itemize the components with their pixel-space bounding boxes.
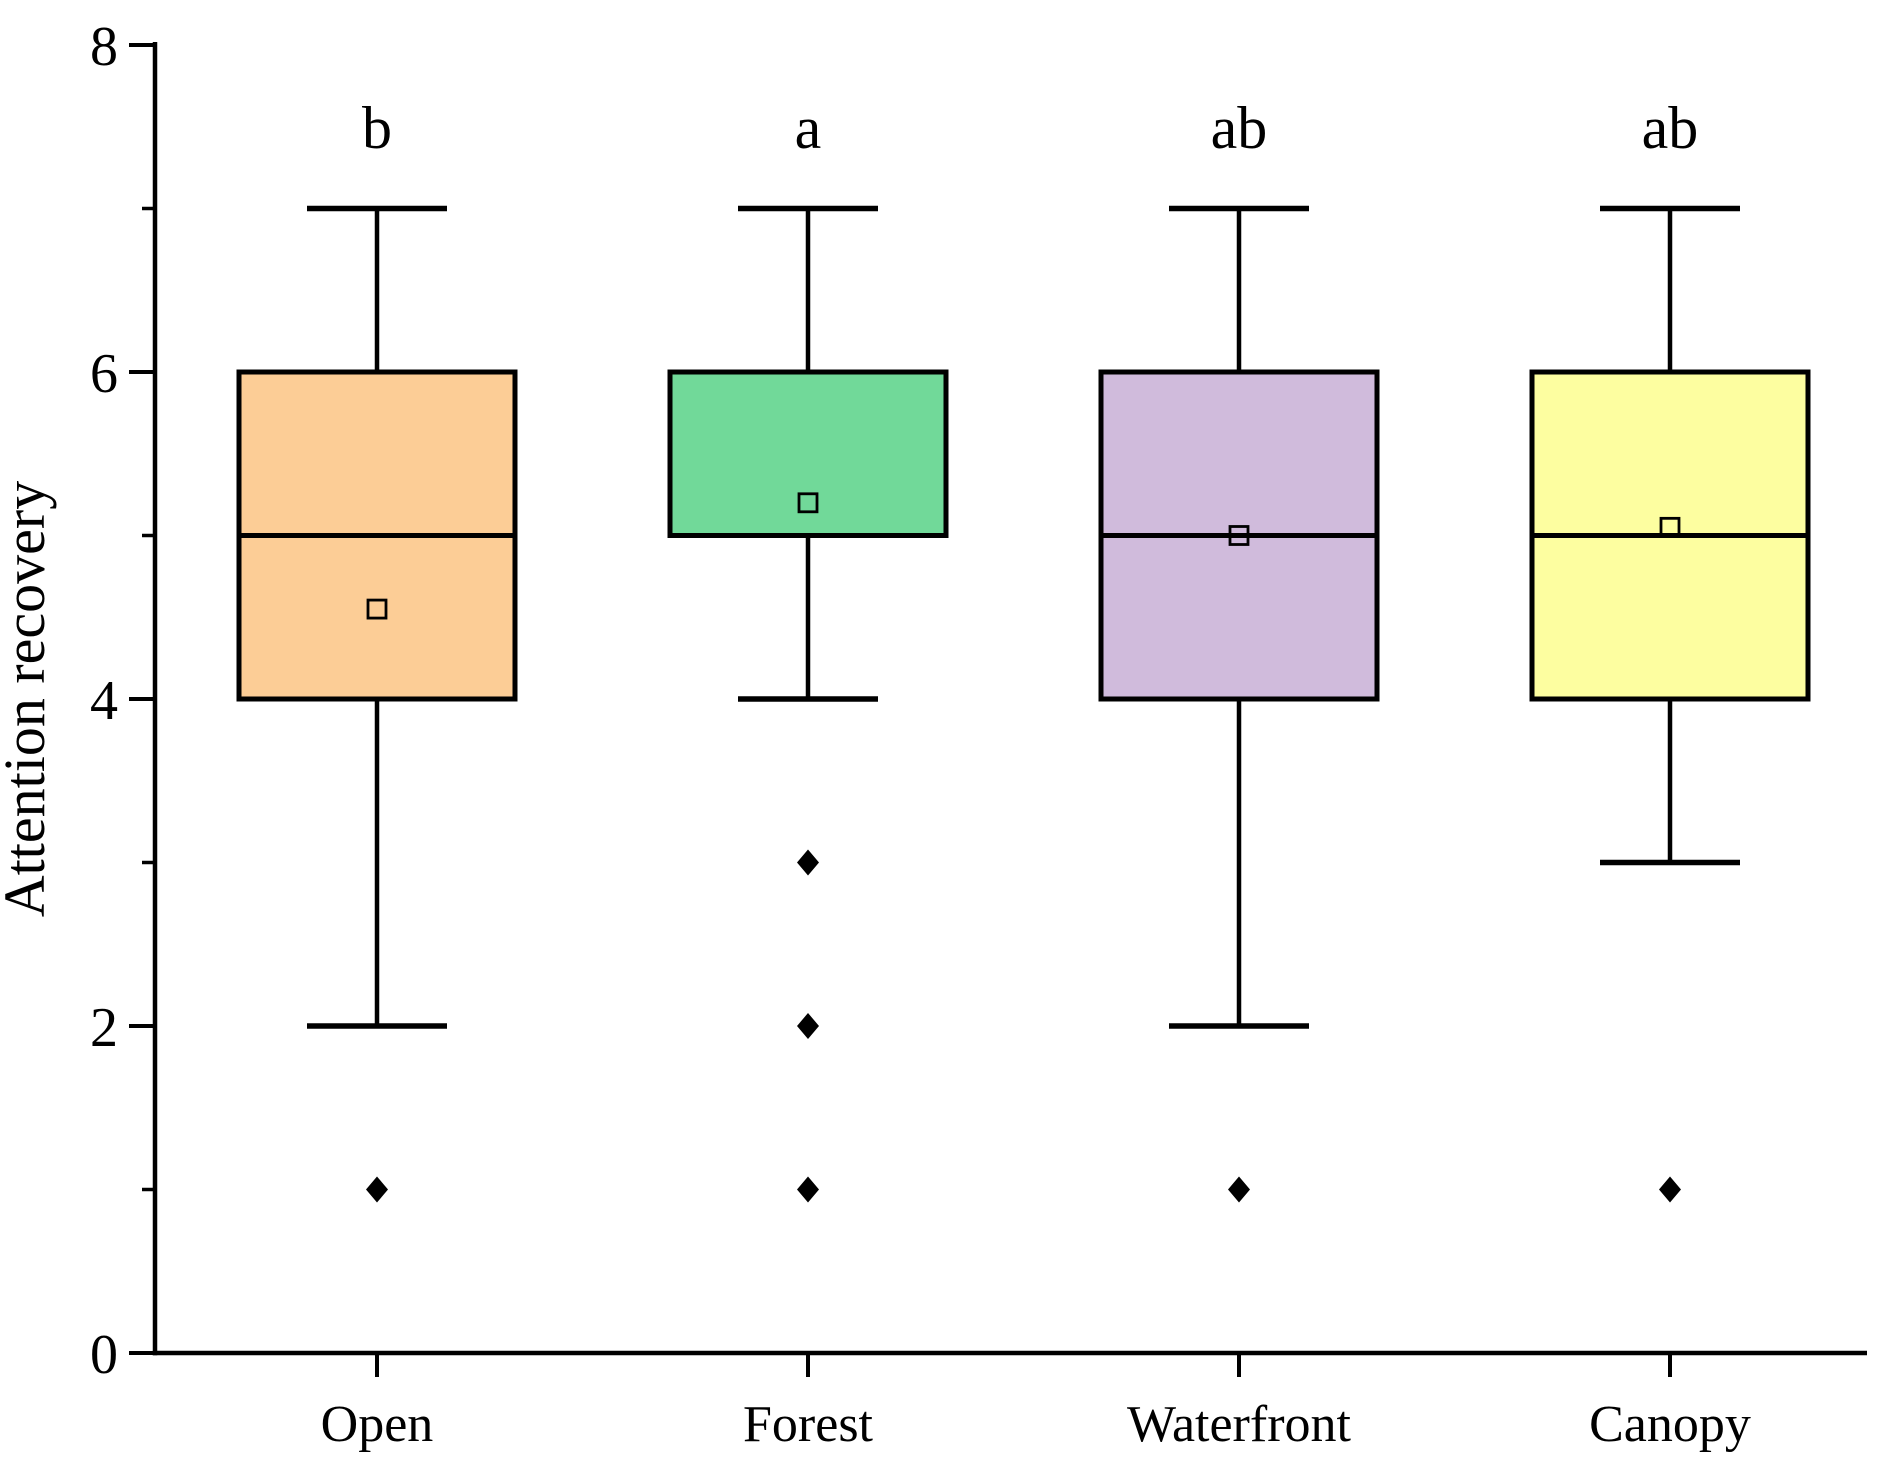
x-category-label-forest: Forest bbox=[743, 1396, 874, 1453]
outlier-marker-canopy bbox=[1659, 1176, 1681, 1203]
boxplot-canopy bbox=[1529, 205, 1811, 1203]
iqr-box-forest bbox=[667, 369, 949, 538]
outlier-marker-waterfront bbox=[1228, 1176, 1250, 1203]
mean-marker-open bbox=[366, 598, 388, 620]
y-tick-label: 6 bbox=[90, 343, 118, 405]
x-category-label-open: Open bbox=[321, 1396, 434, 1453]
significance-letter-forest: a bbox=[795, 95, 822, 161]
y-tick-label: 4 bbox=[90, 670, 118, 732]
boxplot-open bbox=[236, 205, 518, 1203]
boxes-layer: b a ab ab bbox=[236, 95, 1811, 1203]
significance-letter-canopy: ab bbox=[1642, 95, 1699, 161]
significance-letter-waterfront: ab bbox=[1211, 95, 1268, 161]
mean-marker-waterfront bbox=[1228, 525, 1250, 546]
x-category-label-canopy: Canopy bbox=[1589, 1396, 1751, 1453]
y-tick-label: 2 bbox=[90, 997, 118, 1059]
mean-marker-canopy bbox=[1659, 516, 1681, 538]
mean-marker-forest bbox=[797, 492, 819, 514]
outlier-marker-forest bbox=[797, 1013, 819, 1039]
significance-letter-open: b bbox=[362, 95, 392, 161]
outlier-marker-forest bbox=[797, 849, 819, 876]
boxplot-forest bbox=[667, 205, 949, 1203]
x-category-label-waterfront: Waterfront bbox=[1127, 1396, 1351, 1453]
boxplot-waterfront bbox=[1098, 205, 1380, 1203]
y-axis-title: Attention recovery bbox=[0, 481, 57, 917]
outlier-marker-open bbox=[366, 1176, 388, 1203]
y-tick-label: 0 bbox=[90, 1324, 118, 1386]
outlier-marker-forest bbox=[797, 1176, 819, 1203]
y-tick-label: 8 bbox=[90, 16, 118, 78]
